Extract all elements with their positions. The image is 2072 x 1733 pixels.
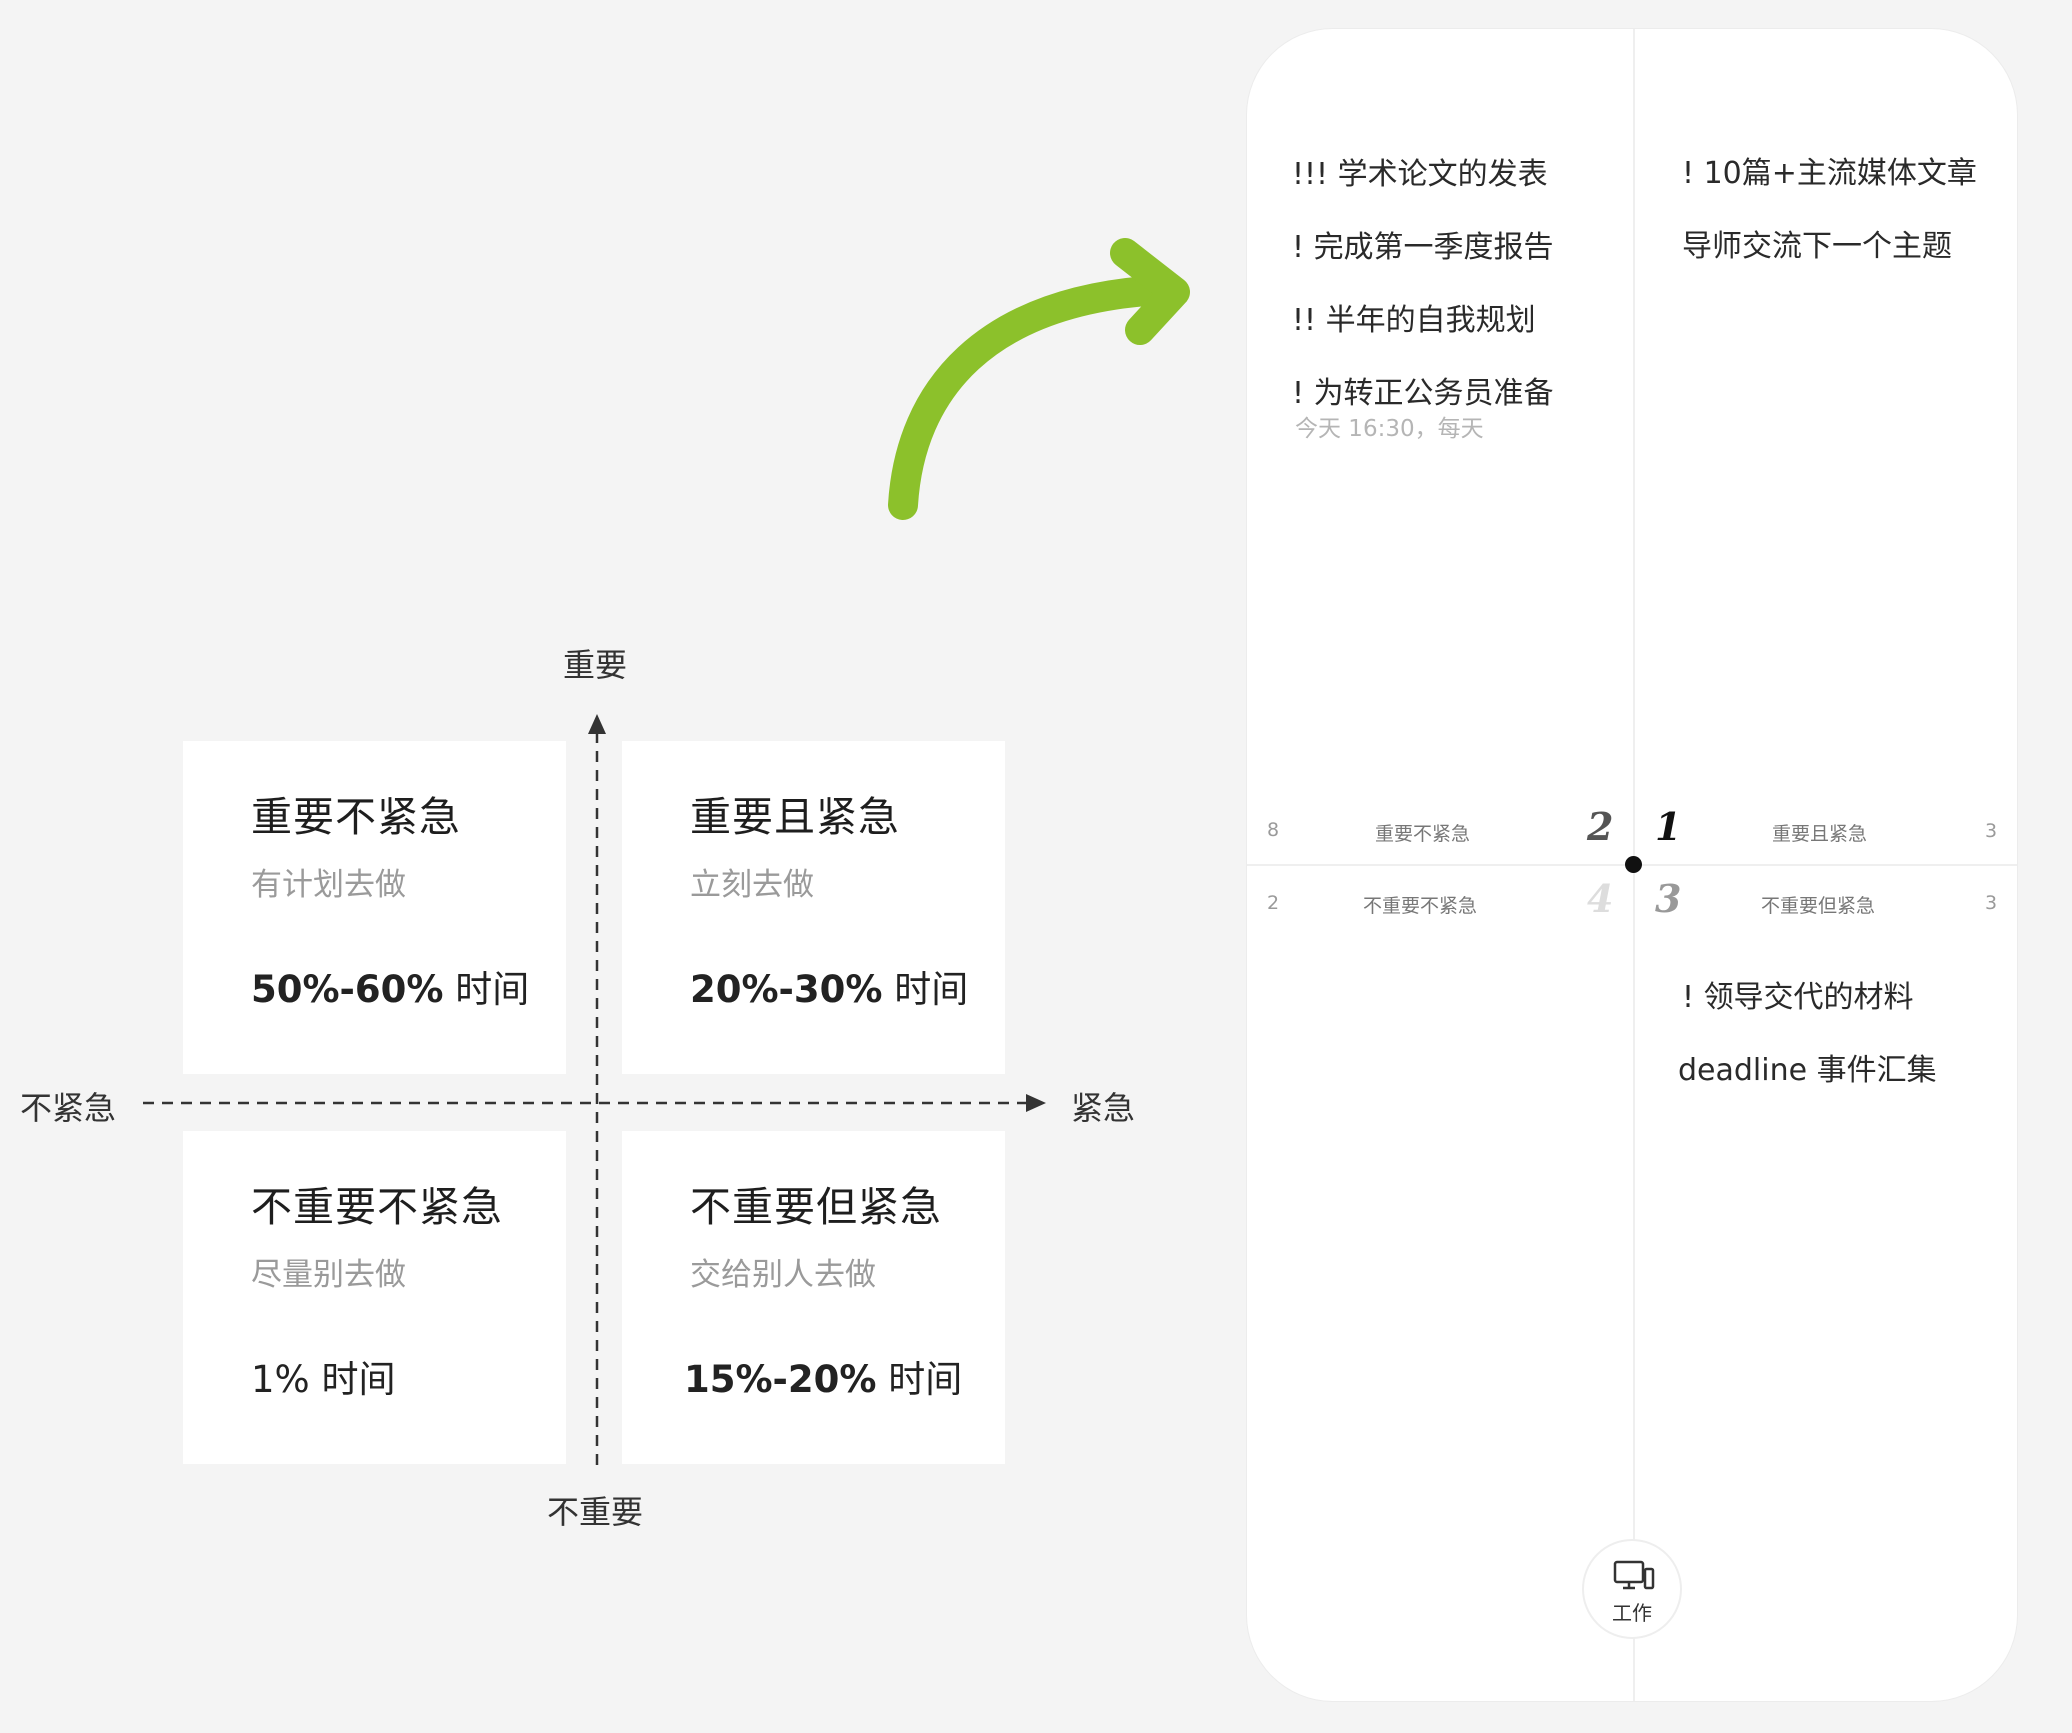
quadrant-action: 交给别人去做 — [690, 1257, 876, 1293]
quadrant-action: 有计划去做 — [251, 867, 406, 903]
task-item[interactable]: !! 半年的自我规划 — [1292, 303, 1536, 338]
quadrant-1-count: 3 — [1985, 820, 1998, 842]
center-drag-handle[interactable] — [1625, 856, 1642, 873]
quadrant-4-count: 2 — [1267, 892, 1280, 914]
quadrant-title: 不重要但紧急 — [690, 1183, 942, 1231]
task-item[interactable]: ! 为转正公务员准备 — [1292, 376, 1554, 411]
quadrant-action: 尽量别去做 — [251, 1257, 406, 1293]
quadrant-3-count: 3 — [1985, 892, 1998, 914]
quadrant-card-important-not-urgent: 重要不紧急 有计划去做 50%-60% 时间 — [183, 741, 566, 1074]
task-item[interactable]: ! 10篇+主流媒体文章 — [1682, 156, 1977, 191]
quadrant-4-header[interactable]: 不重要不紧急 — [1363, 895, 1478, 917]
phone-quadrant-app: !!! 学术论文的发表 ! 完成第一季度报告 !! 半年的自我规划 ! 为转正公… — [1247, 29, 2017, 1701]
quadrant-card-not-important-not-urgent: 不重要不紧急 尽量别去做 1% 时间 — [183, 1131, 566, 1464]
work-tab-button[interactable]: 工作 — [1582, 1539, 1682, 1639]
green-curved-arrow — [888, 275, 1175, 520]
quadrant-4-number: 4 — [1587, 876, 1614, 921]
task-item[interactable]: 导师交流下一个主题 — [1682, 229, 1952, 264]
quadrant-card-not-important-urgent: 不重要但紧急 交给别人去做 15%-20% 时间 — [622, 1131, 1005, 1464]
horizontal-axis-arrowhead — [1026, 1094, 1046, 1112]
task-item[interactable]: !!! 学术论文的发表 — [1292, 157, 1548, 192]
task-item[interactable]: deadline 事件汇集 — [1678, 1053, 1937, 1088]
axis-label-not-urgent: 不紧急 — [20, 1089, 117, 1127]
quadrant-3-number: 3 — [1655, 876, 1682, 921]
task-item[interactable]: ! 完成第一季度报告 — [1292, 230, 1554, 265]
quadrant-title: 不重要不紧急 — [251, 1183, 503, 1231]
axis-label-urgent: 紧急 — [1071, 1089, 1136, 1127]
quadrant-title: 重要不紧急 — [251, 793, 461, 841]
quadrant-time-share: 15%-20% 时间 — [684, 1358, 963, 1401]
green-arrowhead — [1110, 238, 1190, 345]
quadrant-card-important-urgent: 重要且紧急 立刻去做 20%-30% 时间 — [622, 741, 1005, 1074]
axis-label-not-important: 不重要 — [547, 1493, 644, 1531]
tab-label: 工作 — [1612, 1601, 1652, 1625]
quadrant-2-count: 8 — [1267, 819, 1280, 841]
vertical-axis-arrowhead — [588, 714, 606, 734]
quadrant-1-number: 1 — [1655, 804, 1682, 849]
quadrant-3-header[interactable]: 不重要但紧急 — [1761, 895, 1876, 917]
quadrant-time-share: 20%-30% 时间 — [690, 968, 969, 1011]
quadrant-action: 立刻去做 — [690, 867, 814, 903]
computer-icon — [1613, 1560, 1655, 1590]
task-item[interactable]: ! 领导交代的材料 — [1682, 980, 1914, 1015]
quadrant-title: 重要且紧急 — [690, 793, 900, 841]
quadrant-1-header[interactable]: 重要且紧急 — [1772, 823, 1868, 845]
quadrant-2-header[interactable]: 重要不紧急 — [1375, 823, 1471, 845]
axis-label-important: 重要 — [563, 646, 628, 684]
task-reminder-time: 今天 16:30，每天 — [1295, 416, 1484, 442]
quadrant-time-share: 1% 时间 — [251, 1358, 396, 1401]
quadrant-2-number: 2 — [1587, 804, 1614, 849]
quadrant-time-share: 50%-60% 时间 — [251, 968, 530, 1011]
